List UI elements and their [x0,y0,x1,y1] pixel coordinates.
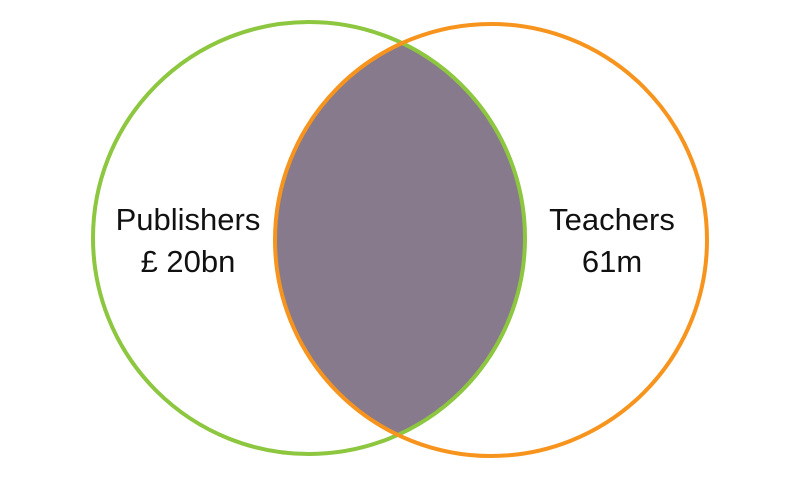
publishers-label: Publishers [116,202,261,237]
venn-intersection-region [275,24,525,454]
teachers-value: 61m [582,244,642,279]
venn-circle-teachers [273,22,709,458]
publishers-value: £ 20bn [141,244,236,279]
venn-circle-publishers [91,20,527,456]
teachers-label: Teachers [549,202,675,237]
